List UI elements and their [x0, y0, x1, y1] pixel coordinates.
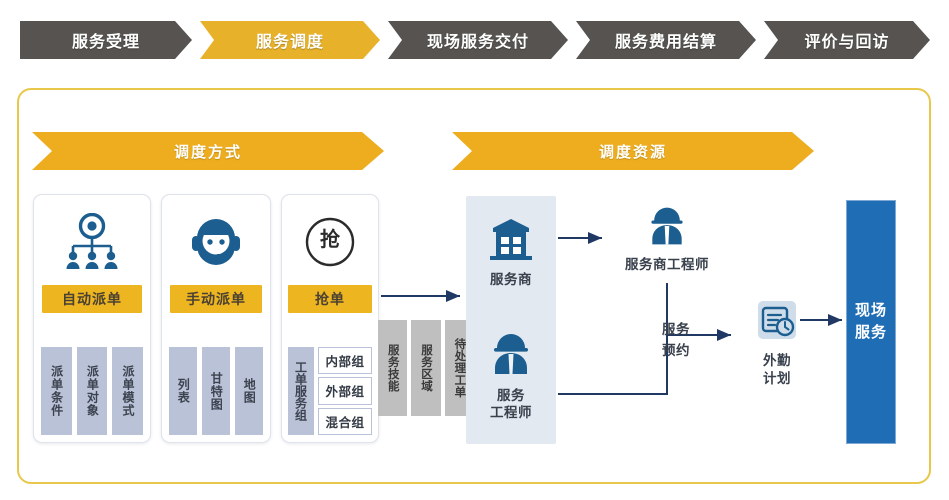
engineer-label-line1: 服务	[497, 388, 525, 403]
nav-tab-label: 现场服务交付	[426, 34, 529, 51]
auto-dispatch-chips: 派单条件 派单对象 派单模式	[41, 347, 144, 435]
card-auto-dispatch[interactable]: 自动派单 派单条件 派单对象 派单模式	[33, 194, 151, 443]
button-label: 手动派单	[186, 291, 246, 307]
nav-tab-service-dispatch[interactable]: 服务调度	[200, 21, 380, 59]
worker-icon	[645, 204, 689, 253]
nav-tab-service-acceptance[interactable]: 服务受理	[20, 21, 192, 59]
chip-service-skill[interactable]: 服务技能	[378, 320, 408, 416]
network-people-icon	[34, 209, 150, 275]
onsite-service-block[interactable]: 现场 服务	[846, 200, 896, 444]
resource-node-provider[interactable]: 服务商	[466, 214, 556, 289]
chip-list-view[interactable]: 列表	[169, 347, 197, 435]
card-grab-order[interactable]: 抢 抢单 工单服务组 内部组 外部组 混合组	[281, 194, 379, 443]
banner-label: 调度资源	[598, 143, 667, 161]
building-icon	[486, 214, 536, 267]
card-manual-dispatch[interactable]: 手动派单 列表 甘特图 地图	[161, 194, 271, 443]
node-field-plan[interactable]: 外勤 计划	[735, 300, 819, 387]
group-internal[interactable]: 内部组	[318, 347, 372, 375]
group-external[interactable]: 外部组	[318, 377, 372, 405]
grab-order-groups: 工单服务组 内部组 外部组 混合组	[288, 347, 372, 435]
group-option-list: 内部组 外部组 混合组	[318, 347, 372, 435]
document-clock-icon	[754, 300, 800, 349]
grab-glyph: 抢	[320, 229, 340, 251]
chip-dispatch-target[interactable]: 派单对象	[76, 347, 108, 435]
nav-tab-onsite-delivery[interactable]: 现场服务交付	[388, 21, 568, 59]
resource-panel: 服务商 服务 工程师	[466, 196, 556, 444]
nav-tab-label: 服务费用结算	[614, 34, 717, 51]
chip-dispatch-condition[interactable]: 派单条件	[41, 347, 72, 435]
banner-label: 调度方式	[173, 143, 242, 161]
node-provider-engineer[interactable]: 服务商工程师	[608, 204, 726, 274]
manual-dispatch-chips: 列表 甘特图 地图	[169, 347, 263, 435]
headset-operator-icon	[162, 209, 270, 275]
button-label: 抢单	[315, 291, 345, 307]
flow-label-line1: 服务	[662, 322, 690, 337]
engineer-label: 服务 工程师	[490, 388, 532, 422]
flow-label-service-appointment: 服务 预约	[662, 320, 722, 362]
engineer-label-line2: 工程师	[490, 404, 532, 420]
chip-gantt-view[interactable]: 甘特图	[202, 347, 230, 435]
field-plan-line1: 外勤	[763, 353, 791, 368]
manual-dispatch-button[interactable]: 手动派单	[170, 285, 262, 313]
onsite-service-label: 现场 服务	[855, 300, 887, 345]
grab-circle-icon: 抢	[282, 209, 378, 275]
flow-label-line2: 预约	[662, 342, 690, 358]
field-plan-line2: 计划	[763, 370, 791, 386]
worker-icon	[487, 330, 535, 383]
auto-dispatch-button[interactable]: 自动派单	[42, 285, 142, 313]
chip-map-view[interactable]: 地图	[235, 347, 263, 435]
chip-worksheet-service-group[interactable]: 工单服务组	[288, 347, 314, 435]
nav-tab-fee-settlement[interactable]: 服务费用结算	[576, 21, 756, 59]
chip-dispatch-mode[interactable]: 派单模式	[112, 347, 144, 435]
provider-label: 服务商	[490, 272, 532, 287]
button-label: 自动派单	[62, 291, 122, 307]
nav-tab-evaluation-revisit[interactable]: 评价与回访	[764, 21, 930, 59]
onsite-line1: 现场	[854, 301, 887, 319]
nav-tab-label: 评价与回访	[804, 34, 890, 51]
group-mixed[interactable]: 混合组	[318, 407, 372, 435]
onsite-line2: 服务	[854, 324, 887, 341]
resource-attribute-chips: 服务技能 服务区域 待处理工单	[378, 320, 474, 416]
nav-tab-label: 服务调度	[255, 34, 324, 51]
process-stage-nav: 服务受理 服务调度 现场服务交付 服务费用结算 评价与回访	[0, 21, 949, 59]
resource-node-engineer[interactable]: 服务 工程师	[466, 330, 556, 422]
nav-tab-label: 服务受理	[71, 34, 140, 51]
banner-dispatch-resource: 调度资源	[452, 132, 814, 170]
provider-engineer-label: 服务商工程师	[625, 257, 709, 272]
chip-service-area[interactable]: 服务区域	[411, 320, 441, 416]
field-plan-label: 外勤 计划	[763, 352, 791, 387]
grab-order-button[interactable]: 抢单	[288, 285, 372, 313]
banner-dispatch-method: 调度方式	[32, 132, 384, 170]
